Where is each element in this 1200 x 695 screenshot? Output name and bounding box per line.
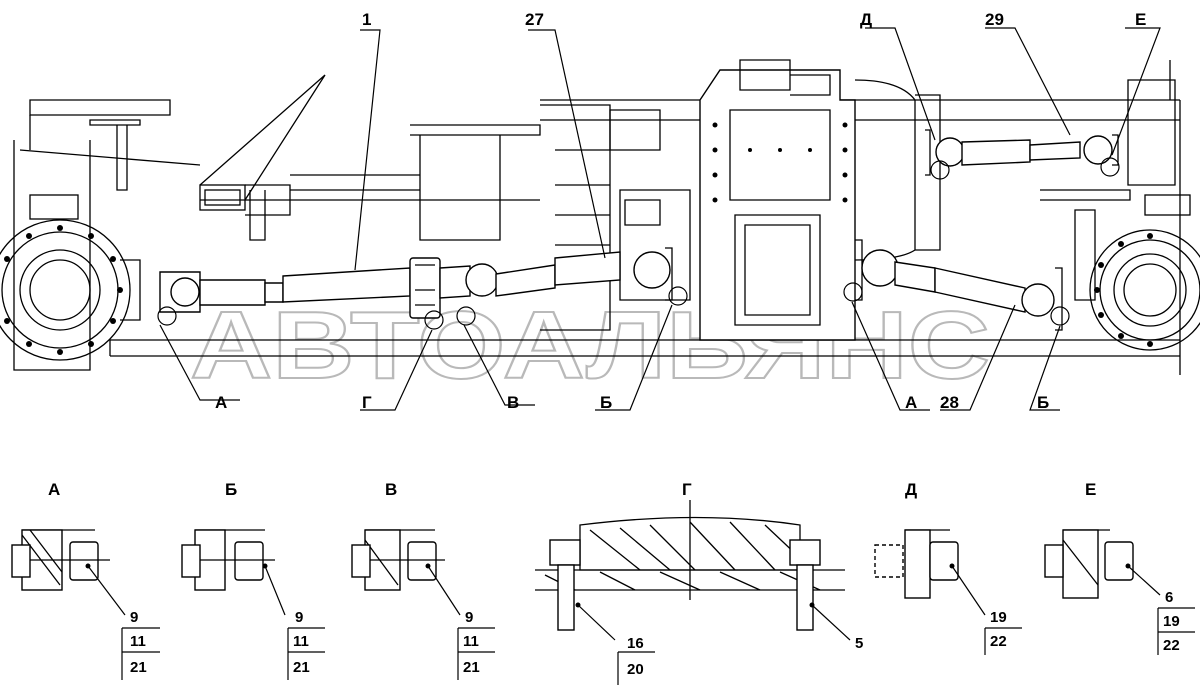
detail-e: Е 6 19 22	[1044, 480, 1195, 655]
detail-title: В	[385, 480, 397, 499]
detail-ref: 22	[990, 633, 1007, 650]
detail-g: Г 16 20 5	[535, 480, 863, 685]
detail-ref: 11	[130, 633, 146, 650]
detail-ref: 6	[1165, 589, 1173, 606]
detail-ref: 21	[463, 659, 480, 676]
detail-ref: 16	[627, 635, 644, 652]
detail-b: Б 9 11 21	[181, 480, 325, 680]
detail-a: А 9 11 21	[11, 480, 160, 680]
detail-ref: 19	[990, 609, 1007, 626]
detail-title: Б	[225, 480, 237, 499]
frame-rails	[13, 60, 1181, 375]
callout-g-mid: Г	[362, 393, 372, 412]
mounting-bracket	[89, 74, 541, 241]
detail-ref: 22	[1163, 637, 1180, 654]
detail-ref: 21	[293, 659, 310, 676]
detail-title: Г	[682, 480, 692, 499]
detail-d: Д 19 22	[874, 480, 1022, 655]
detail-title: А	[48, 480, 60, 499]
detail-ref: 11	[293, 633, 309, 650]
drive-shaft-1	[159, 247, 673, 319]
detail-ref: 9	[130, 609, 138, 626]
detail-ref: 5	[855, 635, 863, 652]
drive-shaft-28	[855, 239, 1063, 331]
watermark: АВТОАЛЬЯНС	[190, 292, 990, 399]
detail-ref: 19	[1163, 613, 1180, 630]
detail-ref: 9	[295, 609, 303, 626]
detail-markers	[157, 157, 1120, 330]
detail-ref: 9	[465, 609, 473, 626]
detail-v: В 9 11 21	[351, 480, 495, 680]
callout-29: 29	[985, 10, 1004, 29]
main-assembly-view: 1 27 Д 29 Е А Г В Б А 28 Б	[0, 10, 1200, 412]
left-axle-hub	[0, 194, 141, 361]
detail-ref: 21	[130, 659, 147, 676]
detail-ref: 11	[463, 633, 479, 650]
callout-a-left: А	[215, 393, 227, 412]
right-axle-hub	[1040, 79, 1200, 351]
detail-title: Е	[1085, 480, 1096, 499]
callout-1: 1	[362, 10, 371, 29]
detail-ref: 20	[627, 661, 644, 678]
detail-views: А 9 11 21 Б 9 11 21	[11, 480, 1195, 685]
callout-b-right: Б	[1037, 393, 1049, 412]
callout-labels: 1 27 Д 29 Е А Г В Б А 28 Б	[215, 10, 1146, 412]
callout-v-mid: В	[507, 393, 519, 412]
callout-b-mid: Б	[600, 393, 612, 412]
drive-shaft-29	[925, 129, 1119, 176]
callout-28: 28	[940, 393, 959, 412]
callout-d-top: Д	[860, 10, 872, 29]
callout-27: 27	[525, 10, 544, 29]
leader-lines	[159, 27, 1161, 411]
callout-a-right: А	[905, 393, 917, 412]
callout-e-top: Е	[1135, 10, 1146, 29]
detail-title: Д	[905, 480, 917, 499]
gearbox	[540, 59, 941, 341]
